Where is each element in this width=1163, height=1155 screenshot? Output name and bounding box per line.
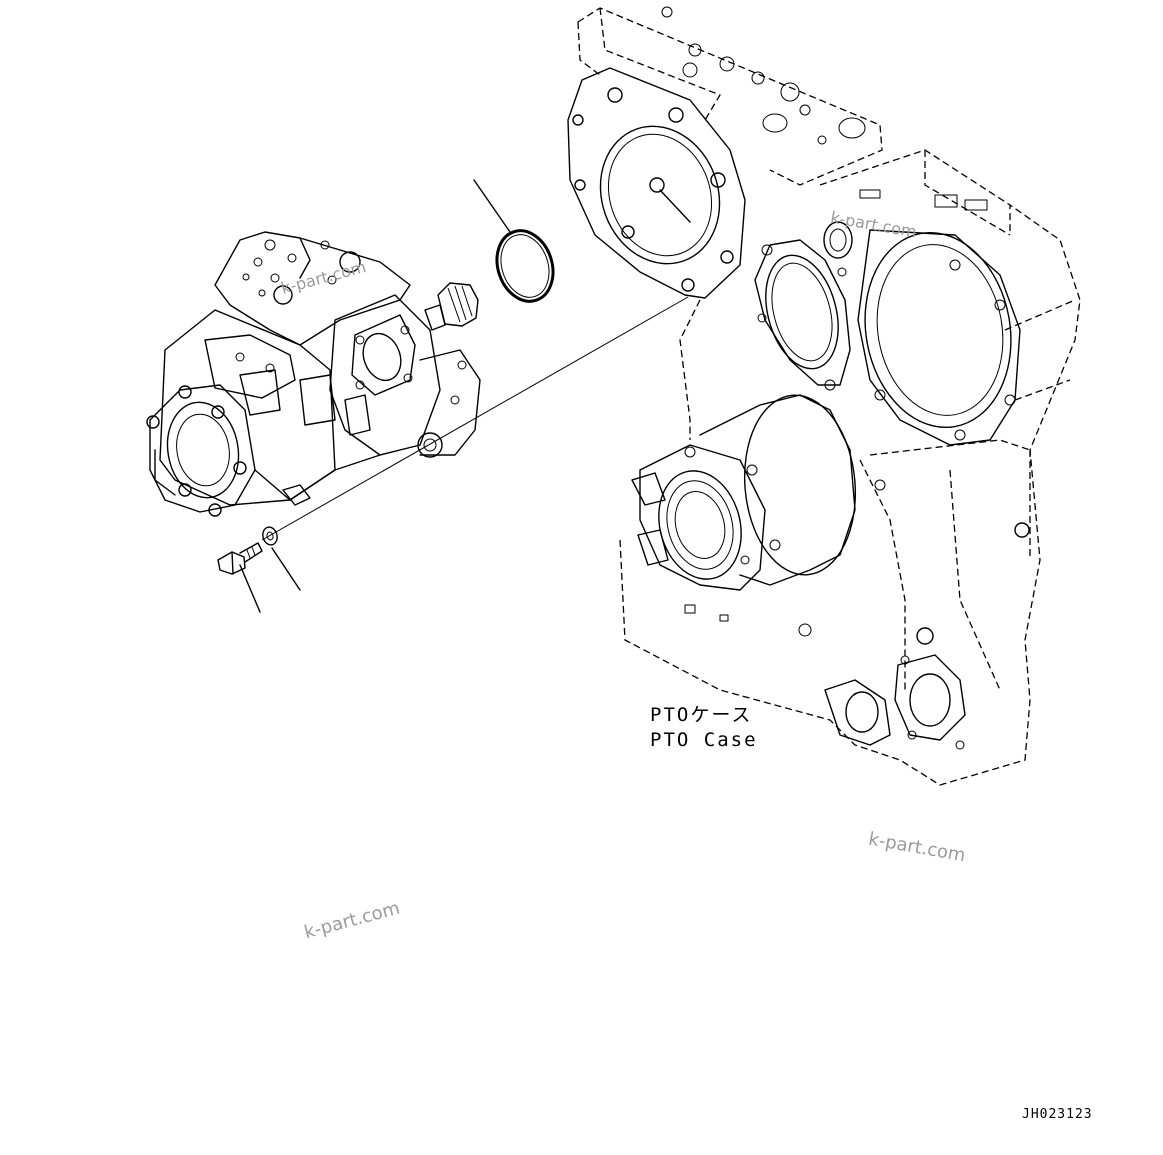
bolt-leader-line	[239, 564, 261, 613]
pto-case-drawing	[567, 6, 1081, 786]
assembly-alignment-line	[261, 296, 689, 541]
pto-case-label-jp: PTOケース	[650, 704, 753, 726]
pto-case-label-en: PTO Case	[650, 729, 758, 751]
o-ring-leader-line	[473, 179, 511, 233]
o-ring-part	[495, 229, 555, 303]
hydraulic-pump-drawing	[146, 231, 481, 517]
washer-leader-line	[271, 547, 301, 591]
drawing-code: JH023123	[1022, 1107, 1093, 1122]
mounting-bolt-part	[217, 542, 263, 575]
washer-part	[262, 526, 278, 546]
